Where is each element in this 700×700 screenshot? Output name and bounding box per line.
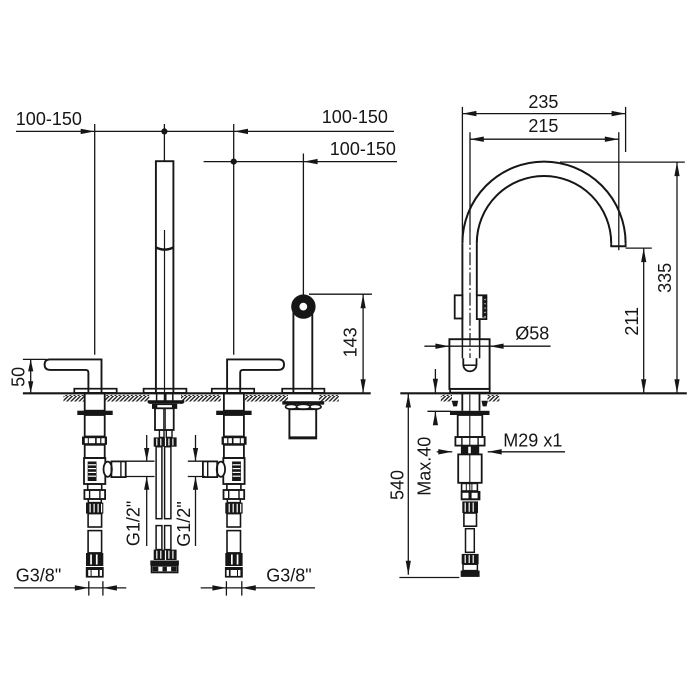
svg-text:235: 235 xyxy=(528,92,558,112)
svg-text:G1/2": G1/2" xyxy=(123,501,143,546)
svg-text:540: 540 xyxy=(387,470,407,500)
svg-text:100-150: 100-150 xyxy=(330,139,396,159)
svg-text:G3/8": G3/8" xyxy=(266,566,311,586)
svg-text:100-150: 100-150 xyxy=(322,107,388,127)
svg-text:Max.40: Max.40 xyxy=(415,437,435,496)
svg-text:Ø58: Ø58 xyxy=(515,323,549,343)
svg-text:100-150: 100-150 xyxy=(16,109,82,129)
svg-text:211: 211 xyxy=(622,307,642,336)
svg-text:G3/8": G3/8" xyxy=(16,566,61,586)
svg-text:215: 215 xyxy=(528,116,558,136)
svg-text:143: 143 xyxy=(340,327,360,357)
svg-text:335: 335 xyxy=(655,263,675,293)
svg-text:50: 50 xyxy=(9,367,29,387)
svg-text:M29 x1: M29 x1 xyxy=(503,430,562,450)
svg-text:G1/2": G1/2" xyxy=(174,501,194,546)
